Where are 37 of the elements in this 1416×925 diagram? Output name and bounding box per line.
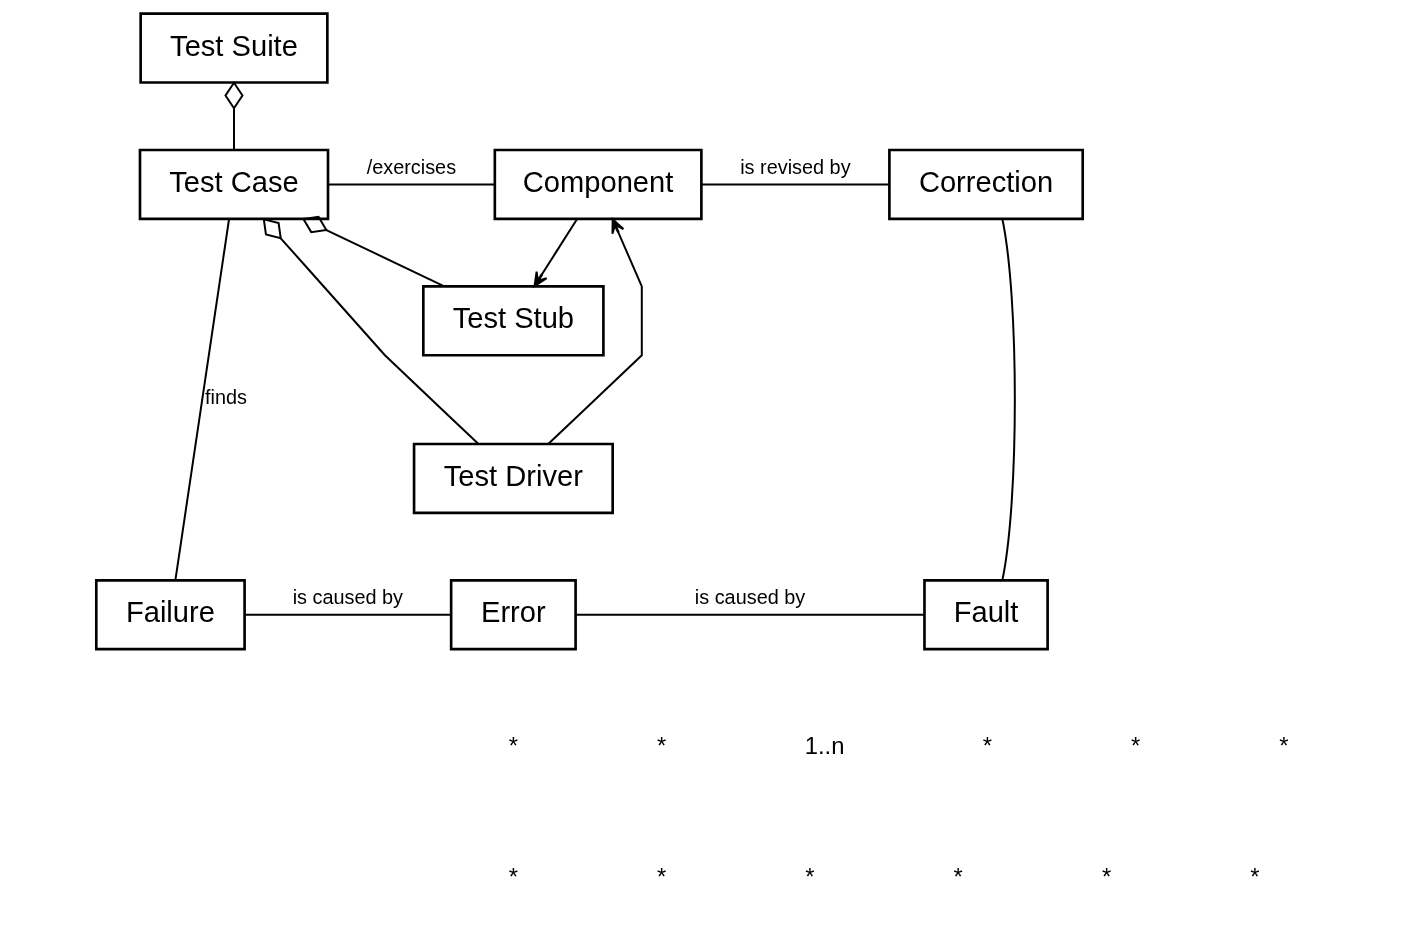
connector [700, 183, 890, 186]
edge-label: is revised by [740, 155, 851, 178]
node-box: Correction [888, 148, 1085, 221]
node-box: Test Suite [139, 12, 329, 84]
label: * [1250, 863, 1260, 891]
arrow [547, 218, 643, 445]
edge-label: finds [205, 386, 248, 409]
connector [262, 217, 480, 445]
node-box: Test Case [138, 148, 330, 221]
label: * [805, 863, 815, 891]
connector [243, 613, 452, 616]
label: * [1279, 732, 1289, 760]
edge-label: is caused by [694, 586, 806, 609]
label: * [508, 863, 519, 891]
label: * [657, 732, 667, 760]
node-box: Component [493, 148, 703, 221]
connector [1001, 218, 1016, 581]
label: * [982, 732, 993, 760]
label: * [508, 732, 519, 760]
node-box: Test Driver [412, 442, 614, 515]
label: * [1101, 863, 1112, 891]
connector [174, 218, 231, 581]
node-box: Error [449, 579, 577, 651]
connector [574, 613, 926, 616]
label: * [1131, 732, 1141, 760]
node-box: Test Stub [422, 285, 605, 357]
connector [301, 215, 445, 288]
edge-label: /exercises [366, 155, 457, 178]
arrow [533, 218, 578, 288]
label: * [953, 863, 963, 891]
connector [224, 81, 244, 151]
label: * [657, 863, 667, 891]
node-box: Fault [923, 579, 1049, 651]
edge-label: is caused by [292, 586, 404, 609]
node-box: Failure [94, 579, 246, 651]
label: 1..n [804, 732, 845, 760]
connector [327, 183, 496, 186]
